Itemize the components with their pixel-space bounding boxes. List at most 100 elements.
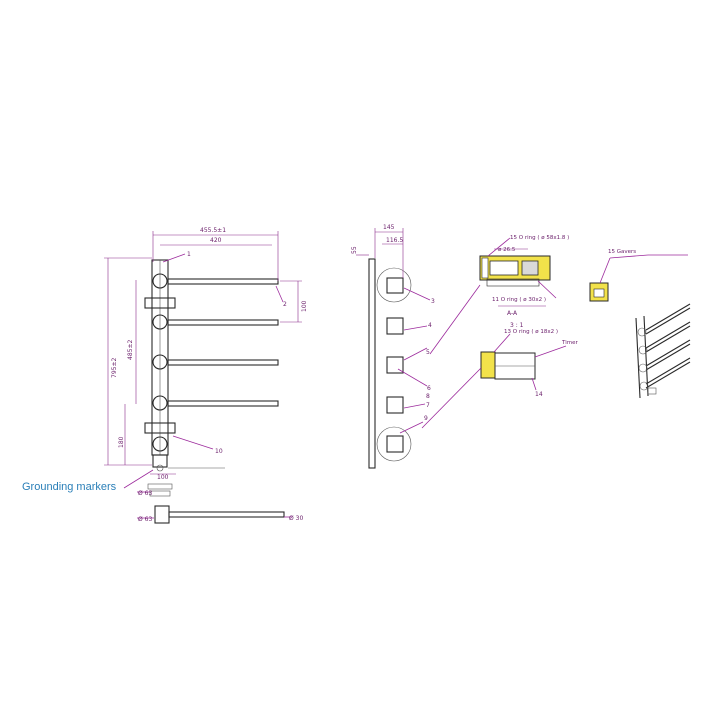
dim-overall-height: 795±2 bbox=[111, 358, 118, 378]
leader-6 bbox=[397, 368, 428, 387]
dim-side-a: 145 bbox=[383, 224, 395, 231]
detail-ring-2 bbox=[376, 426, 412, 462]
swivel-bar bbox=[168, 511, 285, 518]
joint-4 bbox=[152, 395, 168, 411]
cartridge-base bbox=[486, 278, 540, 287]
dim-bar-pitch: 100 bbox=[301, 300, 308, 312]
leader-detail-top bbox=[429, 284, 481, 355]
joint-3 bbox=[152, 354, 168, 370]
dim-top-inner: 420 bbox=[210, 237, 222, 244]
isometric-view bbox=[635, 303, 691, 399]
leader-2 bbox=[275, 285, 284, 303]
bottom-swivel-bar bbox=[154, 505, 285, 524]
wall-plate bbox=[368, 258, 376, 469]
iso-joint-4 bbox=[639, 381, 649, 391]
callout-1: 1 bbox=[187, 251, 191, 258]
callout-10: 10 bbox=[215, 448, 223, 455]
leader-1 bbox=[162, 253, 186, 263]
oring-lower-note: 13 O ring ( ø 18x2 ) bbox=[504, 329, 558, 335]
leader-14 bbox=[531, 377, 537, 391]
bottom-nut-upper bbox=[147, 483, 173, 490]
side-brackets bbox=[386, 277, 404, 453]
towel-bar-3 bbox=[167, 359, 279, 366]
front-view: 455.5±1 420 795±2 485±2 180 100 100 1 2 … bbox=[104, 227, 308, 524]
callout-8: 8 bbox=[426, 393, 430, 400]
dim-pitch-total: 485±2 bbox=[127, 340, 134, 360]
iso-bottom-valve bbox=[647, 387, 657, 395]
swivel-hub bbox=[154, 505, 170, 524]
front-dimensions bbox=[104, 231, 302, 475]
dim-side-left: 55 bbox=[351, 246, 358, 254]
dim-bottom: 180 bbox=[118, 436, 125, 448]
timer-collar bbox=[480, 351, 496, 379]
iso-bar-4b bbox=[645, 361, 691, 389]
dim-side: 100 bbox=[157, 474, 169, 481]
iso-bar-2b bbox=[645, 325, 691, 353]
section-label: A-A bbox=[507, 310, 518, 317]
bar-joints bbox=[144, 273, 176, 452]
iso-tube-left bbox=[635, 317, 641, 399]
dim-top-outer: 455.5±1 bbox=[200, 227, 226, 234]
iso-bars bbox=[645, 303, 691, 389]
iso-bar-3 bbox=[645, 339, 691, 367]
joint-1 bbox=[152, 273, 168, 289]
dim-side-b: 116.5 bbox=[386, 237, 403, 244]
side-leaders bbox=[397, 287, 431, 434]
washer-hole bbox=[593, 288, 605, 298]
callout-5: 5 bbox=[426, 349, 430, 356]
leader-10 bbox=[172, 435, 214, 450]
iso-joint-3 bbox=[638, 363, 648, 373]
cartridge-bore bbox=[489, 260, 519, 276]
iso-bar-2 bbox=[645, 321, 691, 349]
dim-small: ø 26.5 bbox=[498, 247, 516, 253]
joint-5 bbox=[152, 436, 168, 452]
iso-joint-1 bbox=[637, 327, 647, 337]
iso-bar-4 bbox=[645, 357, 691, 385]
leader-washer-tail bbox=[609, 254, 649, 259]
leader-detail-lower bbox=[421, 367, 482, 429]
towel-bars bbox=[167, 278, 279, 407]
dia-bar: Ø 30 bbox=[289, 515, 303, 522]
dia-63-top: Ø 63 bbox=[138, 490, 152, 497]
side-bracket-2 bbox=[386, 317, 404, 335]
detail-view: 15 O ring ( ø 58x1.8 ) ø 26.5 11 O ring … bbox=[421, 235, 578, 429]
valve-body bbox=[152, 454, 168, 468]
scale-label: 3 : 1 bbox=[510, 322, 524, 329]
iso-joints bbox=[637, 327, 657, 395]
callout-3: 3 bbox=[431, 298, 435, 305]
side-bracket-5 bbox=[386, 435, 404, 453]
callout-4: 4 bbox=[428, 322, 432, 329]
leader-4 bbox=[403, 325, 428, 331]
side-dimensions bbox=[356, 228, 404, 278]
washer-label: 15 Gavers bbox=[608, 249, 636, 255]
bottom-fitting bbox=[147, 454, 225, 497]
side-rings bbox=[376, 267, 412, 462]
iso-bar-1 bbox=[645, 303, 691, 331]
leader-5 bbox=[403, 347, 428, 361]
callout-6: 6 bbox=[427, 385, 431, 392]
side-bracket-3 bbox=[386, 356, 404, 374]
callout-9: 9 bbox=[424, 415, 428, 422]
detail-ring-1 bbox=[376, 267, 412, 303]
callout-14: 14 bbox=[535, 391, 543, 398]
wall-bracket-upper bbox=[144, 297, 176, 309]
towel-bar-4 bbox=[167, 400, 279, 407]
callout-2: 2 bbox=[283, 301, 287, 308]
iso-bar-1b bbox=[645, 307, 691, 335]
leader-oring-mid bbox=[537, 280, 557, 299]
side-bracket-4 bbox=[386, 396, 404, 414]
side-bracket-1 bbox=[386, 277, 404, 294]
leader-3 bbox=[403, 287, 431, 301]
washer-view: 15 Gavers bbox=[589, 249, 688, 302]
wall-bracket-lower bbox=[144, 422, 176, 434]
dia-63-bottom: Ø 63 bbox=[138, 516, 152, 523]
iso-joint-2 bbox=[638, 345, 648, 355]
iso-bar-3b bbox=[645, 343, 691, 371]
callout-7: 7 bbox=[426, 402, 430, 409]
towel-bar-1 bbox=[167, 278, 279, 285]
bottom-nut-lower bbox=[149, 490, 171, 497]
leader-grounding bbox=[123, 469, 154, 489]
leader-washer bbox=[599, 257, 611, 284]
side-view: 145 116.5 55 3 4 5 6 7 8 9 bbox=[351, 224, 435, 469]
